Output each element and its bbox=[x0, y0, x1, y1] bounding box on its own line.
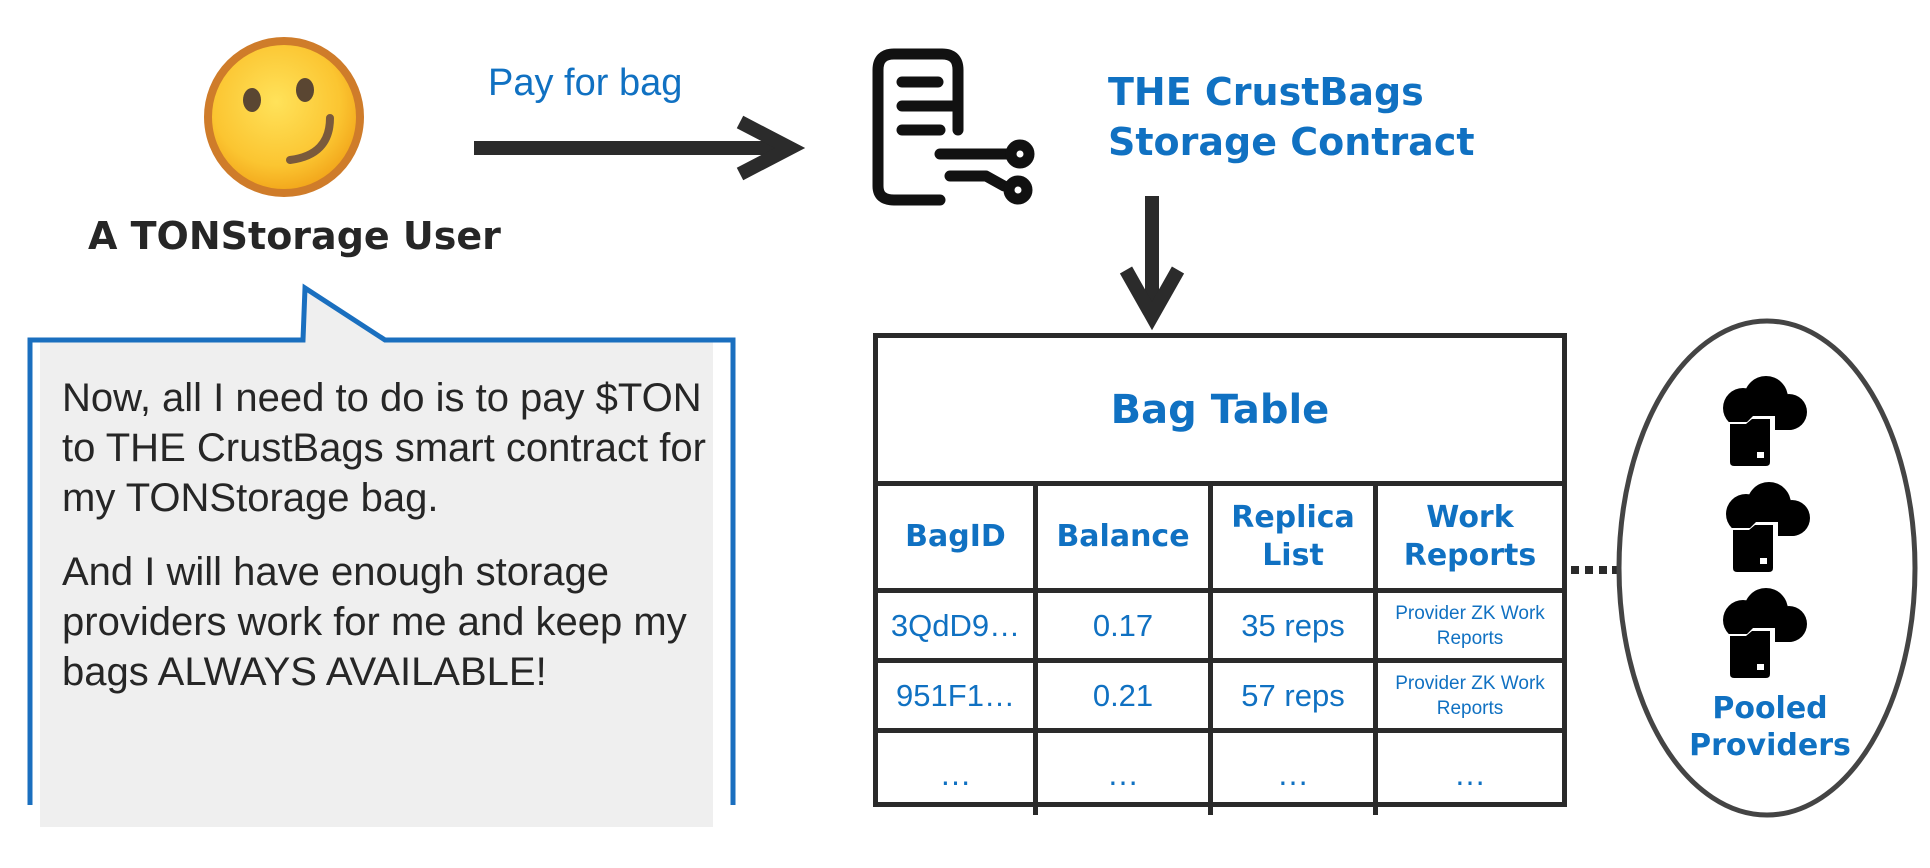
user-label: A TONStorage User bbox=[88, 214, 501, 258]
table-row: 3QdD9… 0.17 35 reps Provider ZK Work Rep… bbox=[878, 593, 1562, 663]
cell-balance: 0.17 bbox=[1038, 593, 1213, 658]
providers-label-line1: Pooled bbox=[1712, 691, 1828, 726]
bag-table-title: Bag Table bbox=[878, 338, 1562, 486]
bag-table-grid: BagID Balance Replica List Work Reports … bbox=[878, 486, 1562, 815]
cell-replica-list: 57 reps bbox=[1213, 663, 1378, 728]
table-row: … … … … bbox=[878, 733, 1562, 815]
contract-title: THE CrustBags Storage Contract bbox=[1108, 67, 1475, 167]
providers-ellipse bbox=[1616, 318, 1918, 818]
bag-table-header-row: BagID Balance Replica List Work Reports bbox=[878, 486, 1562, 593]
table-row: 951F1… 0.21 57 reps Provider ZK Work Rep… bbox=[878, 663, 1562, 733]
contract-document-icon bbox=[872, 48, 1035, 206]
pay-arrow-icon bbox=[474, 115, 806, 181]
cell-bagid: 951F1… bbox=[878, 663, 1038, 728]
cloud-folder-icon bbox=[1726, 482, 1810, 576]
speech-bubble bbox=[27, 283, 736, 827]
header-work-reports: Work Reports bbox=[1403, 500, 1537, 573]
providers-label-line2: Providers bbox=[1689, 728, 1851, 763]
contract-title-line2: Storage Contract bbox=[1108, 120, 1475, 164]
cell-ellipsis: … bbox=[878, 733, 1038, 815]
cell-replica-list: 35 reps bbox=[1213, 593, 1378, 658]
cell-ellipsis: … bbox=[1038, 733, 1213, 815]
speech-paragraph-1: Now, all I need to do is to pay $TON to … bbox=[62, 376, 706, 520]
cloud-folder-icon bbox=[1723, 376, 1807, 470]
cell-work-reports: Provider ZK Work Reports bbox=[1395, 672, 1545, 719]
cell-ellipsis: … bbox=[1454, 755, 1486, 792]
header-replica-list: Replica List bbox=[1213, 486, 1378, 588]
speech-bubble-text: Now, all I need to do is to pay $TON to … bbox=[62, 373, 732, 721]
pay-for-bag-label: Pay for bag bbox=[488, 62, 683, 104]
speech-paragraph-2: And I will have enough storage providers… bbox=[62, 550, 687, 694]
cell-balance: 0.21 bbox=[1038, 663, 1213, 728]
cloud-folder-icon bbox=[1723, 588, 1807, 682]
smiley-icon bbox=[204, 37, 364, 197]
cell-ellipsis: … bbox=[1213, 733, 1378, 815]
header-balance: Balance bbox=[1038, 486, 1213, 588]
bag-table: Bag Table BagID Balance Replica List Wor… bbox=[873, 333, 1567, 815]
cell-work-reports: Provider ZK Work Reports bbox=[1395, 602, 1545, 649]
header-bagid: BagID bbox=[878, 486, 1038, 588]
cell-bagid: 3QdD9… bbox=[878, 593, 1038, 658]
contract-title-line1: THE CrustBags bbox=[1108, 70, 1424, 114]
contract-to-table-arrow-icon bbox=[1119, 196, 1185, 331]
table-to-providers-connector bbox=[1571, 566, 1620, 574]
pooled-providers-label: Pooled Providers bbox=[1660, 690, 1880, 764]
